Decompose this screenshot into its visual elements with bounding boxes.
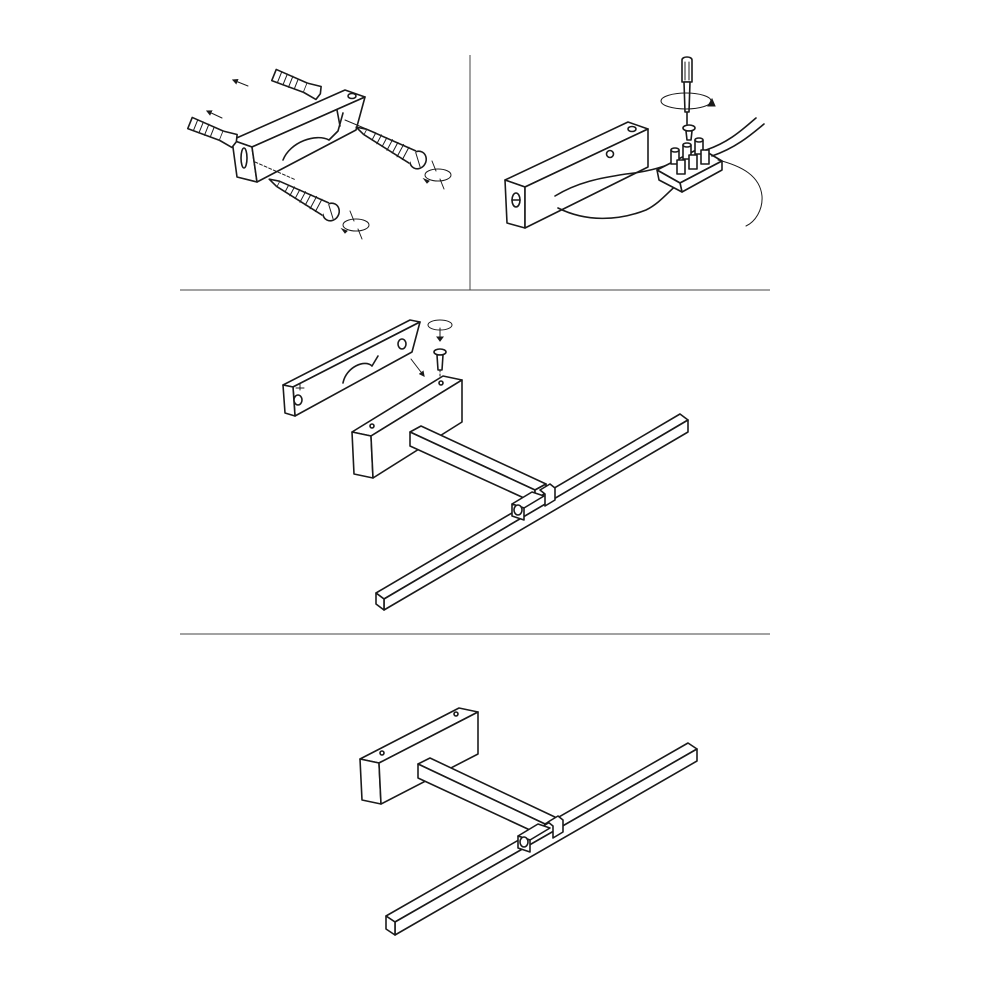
wall-plug-upper bbox=[270, 67, 324, 102]
screwdriver bbox=[681, 56, 693, 125]
rotate-arrow-icon bbox=[341, 210, 370, 240]
rotate-arrow-icon bbox=[423, 160, 452, 190]
wall-bracket bbox=[504, 121, 649, 229]
rotate-arrow-icon bbox=[427, 319, 453, 342]
lamp-bar bbox=[375, 413, 689, 611]
step-2-illustration bbox=[504, 56, 765, 229]
pivot-joint bbox=[517, 815, 564, 853]
plug-arrow-upper bbox=[231, 78, 249, 87]
mounting-screw bbox=[433, 348, 447, 379]
wall-bracket bbox=[282, 319, 421, 417]
supply-wire bbox=[717, 159, 763, 227]
lamp-arm bbox=[409, 425, 547, 504]
screw-left bbox=[264, 170, 344, 225]
step-4-illustration bbox=[359, 707, 698, 936]
step-1-illustration bbox=[186, 67, 452, 240]
wall-plug-lower bbox=[186, 115, 240, 150]
wall-bracket bbox=[231, 89, 366, 183]
terminal-screw bbox=[682, 124, 696, 141]
terminal-block bbox=[656, 137, 723, 193]
plug-arrow-lower bbox=[205, 110, 223, 119]
rotate-arrow-icon bbox=[660, 92, 716, 110]
step-3-illustration bbox=[282, 319, 689, 611]
supply-wire bbox=[705, 117, 757, 151]
supply-wire bbox=[711, 123, 765, 157]
screw-right bbox=[351, 118, 431, 173]
pivot-joint bbox=[511, 483, 556, 521]
